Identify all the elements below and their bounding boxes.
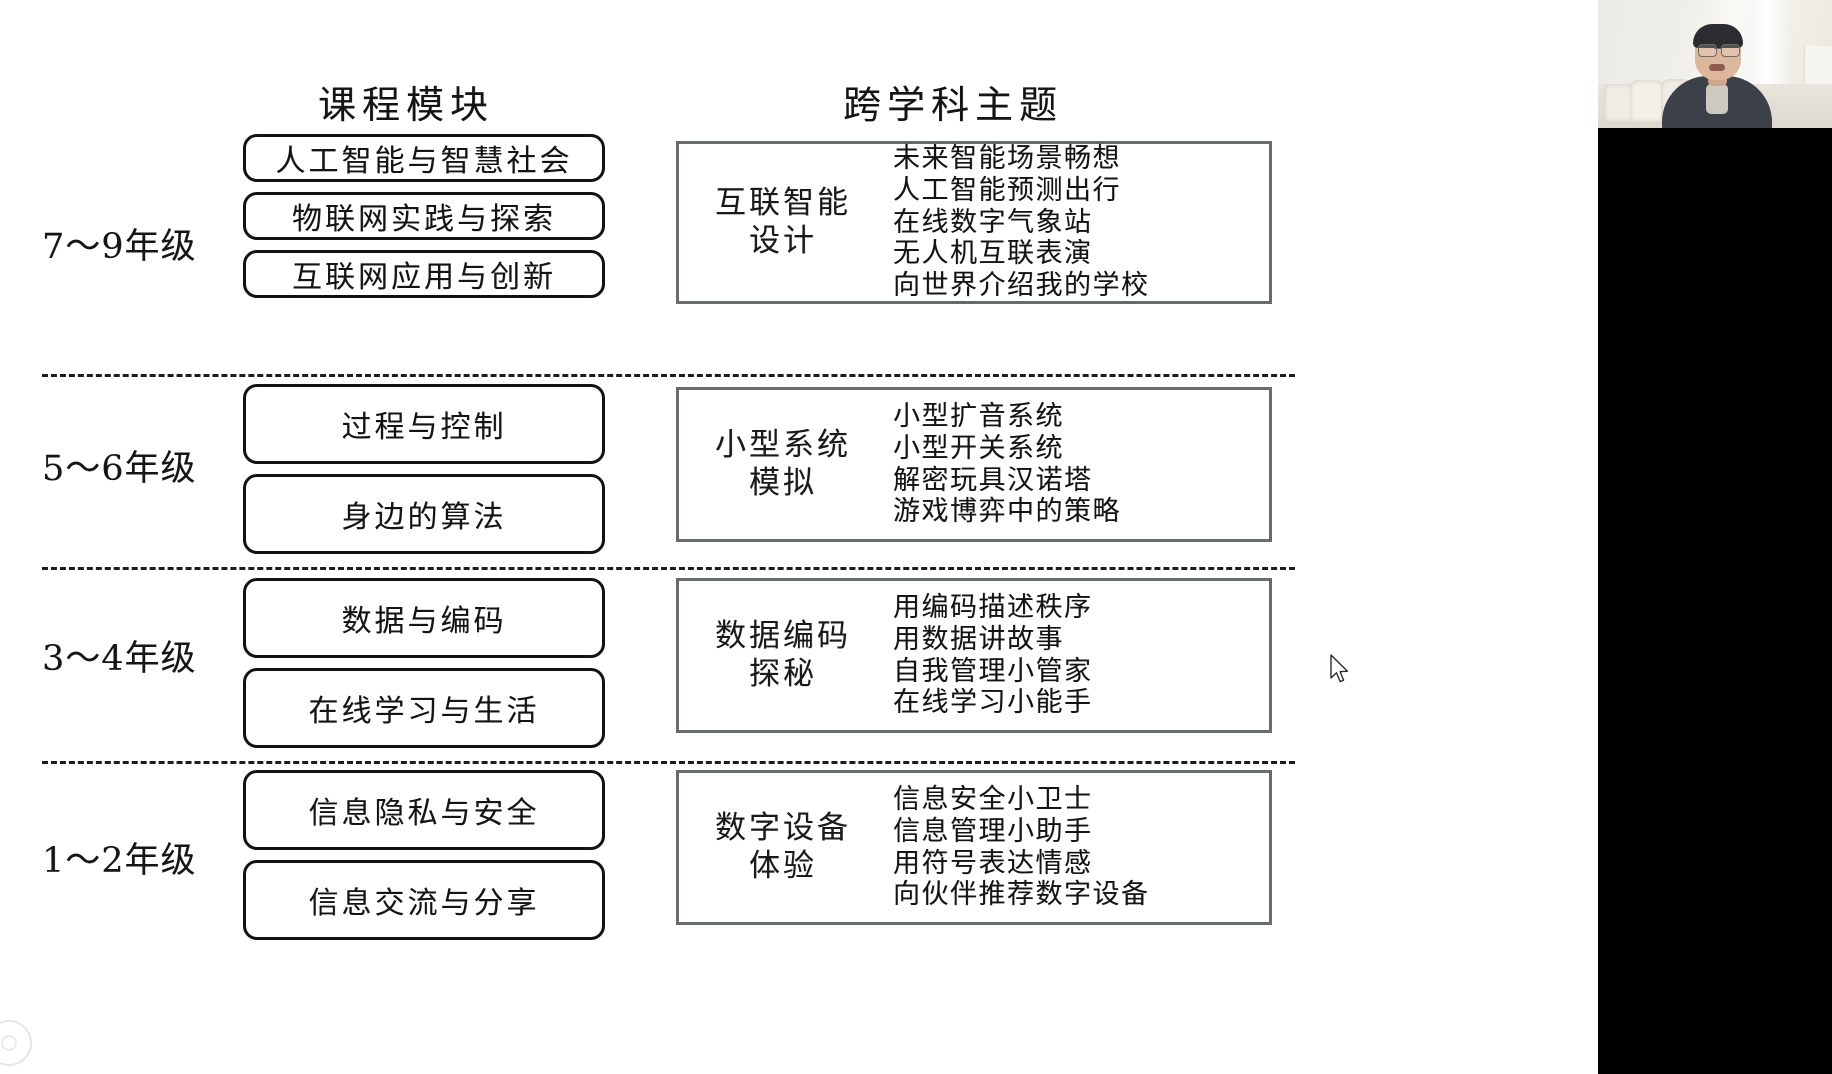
- topic-item: 解密玩具汉诺塔: [893, 464, 1093, 496]
- topic-item-list: 小型扩音系统 小型开关系统 解密玩具汉诺塔 游戏博弈中的策略: [887, 401, 1269, 528]
- video-person-glasses: [1698, 44, 1717, 57]
- topic-title-line: 模拟: [749, 464, 817, 501]
- topic-title-line: 设计: [749, 222, 817, 259]
- topic-item: 游戏博弈中的策略: [893, 496, 1121, 528]
- topic-title: 数据编码 探秘: [679, 618, 887, 694]
- topic-title-line: 数据编码: [715, 617, 851, 654]
- topic-item: 用数据讲故事: [893, 623, 1064, 655]
- module-list-5-6: 过程与控制 身边的算法: [243, 384, 605, 554]
- topic-item: 在线数字气象站: [893, 206, 1093, 238]
- module-box[interactable]: 物联网实践与探索: [243, 192, 605, 240]
- video-cushion: [1630, 80, 1664, 122]
- module-box[interactable]: 互联网应用与创新: [243, 250, 605, 298]
- presentation-slide: 课程模块 跨学科主题 7～9年级 人工智能与智慧社会 物联网实践与探索 互联网应…: [0, 0, 1598, 1074]
- topic-item: 向世界介绍我的学校: [893, 270, 1150, 302]
- topic-item: 未来智能场景畅想: [893, 142, 1121, 174]
- module-box[interactable]: 过程与控制: [243, 384, 605, 464]
- video-cushion: [1604, 84, 1634, 122]
- topic-title: 互联智能 设计: [679, 185, 887, 261]
- grade-label-1-2: 1～2年级: [42, 841, 197, 881]
- module-box[interactable]: 人工智能与智慧社会: [243, 134, 605, 182]
- grade-label-5-6: 5～6年级: [42, 449, 197, 489]
- topic-item: 信息管理小助手: [893, 815, 1093, 847]
- topic-item: 用编码描述秩序: [893, 591, 1093, 623]
- topic-title-line: 互联智能: [715, 184, 851, 221]
- topic-item-list: 未来智能场景畅想 人工智能预测出行 在线数字气象站 无人机互联表演 向世界介绍我…: [887, 143, 1269, 302]
- module-list-7-9: 人工智能与智慧社会 物联网实践与探索 互联网应用与创新: [243, 134, 605, 298]
- module-box[interactable]: 数据与编码: [243, 578, 605, 658]
- module-list-1-2: 信息隐私与安全 信息交流与分享: [243, 770, 605, 940]
- grade-row-5-6: 5～6年级 过程与控制 身边的算法 小型系统 模拟 小型扩音系统 小型开关系统 …: [0, 384, 1598, 570]
- grade-label-3-4: 3～4年级: [42, 639, 197, 679]
- module-list-3-4: 数据与编码 在线学习与生活: [243, 578, 605, 748]
- topic-item-list: 用编码描述秩序 用数据讲故事 自我管理小管家 在线学习小能手: [887, 592, 1269, 719]
- topic-title-line: 数字设备: [715, 809, 851, 846]
- topic-item: 人工智能预测出行: [893, 174, 1121, 206]
- grade-row-1-2: 1～2年级 信息隐私与安全 信息交流与分享 数字设备 体验 信息安全小卫士 信息…: [0, 770, 1598, 960]
- column-header-course-modules: 课程模块: [318, 83, 495, 127]
- topic-item: 信息安全小卫士: [893, 783, 1093, 815]
- topic-box-5-6[interactable]: 小型系统 模拟 小型扩音系统 小型开关系统 解密玩具汉诺塔 游戏博弈中的策略: [676, 387, 1272, 542]
- topic-item: 用符号表达情感: [893, 847, 1093, 879]
- module-box[interactable]: 在线学习与生活: [243, 668, 605, 748]
- watermark-circle-icon: [0, 1020, 32, 1066]
- row-divider: [42, 761, 1295, 764]
- topic-title: 小型系统 模拟: [679, 427, 887, 503]
- row-divider: [42, 374, 1295, 377]
- grade-label-7-9: 7～9年级: [42, 227, 197, 267]
- topic-title: 数字设备 体验: [679, 810, 887, 886]
- topic-title-line: 体验: [749, 847, 817, 884]
- module-box[interactable]: 身边的算法: [243, 474, 605, 554]
- video-person-glasses: [1721, 44, 1740, 57]
- topic-item: 小型开关系统: [893, 432, 1064, 464]
- topic-title-line: 探秘: [749, 655, 817, 692]
- column-header-interdisciplinary-topics: 跨学科主题: [843, 83, 1064, 127]
- topic-item: 自我管理小管家: [893, 655, 1093, 687]
- module-box[interactable]: 信息隐私与安全: [243, 770, 605, 850]
- topic-title-line: 小型系统: [715, 426, 851, 463]
- topic-item: 向伙伴推荐数字设备: [893, 879, 1150, 911]
- topic-box-7-9[interactable]: 互联智能 设计 未来智能场景畅想 人工智能预测出行 在线数字气象站 无人机互联表…: [676, 141, 1272, 304]
- grade-row-3-4: 3～4年级 数据与编码 在线学习与生活 数据编码 探秘 用编码描述秩序 用数据讲…: [0, 578, 1598, 762]
- topic-item: 在线学习小能手: [893, 687, 1093, 719]
- grade-row-7-9: 7～9年级 人工智能与智慧社会 物联网实践与探索 互联网应用与创新 互联智能 设…: [0, 132, 1598, 364]
- webcam-video-feed[interactable]: [1598, 0, 1832, 128]
- video-person-shirt: [1706, 84, 1728, 114]
- topic-item-list: 信息安全小卫士 信息管理小助手 用符号表达情感 向伙伴推荐数字设备: [887, 784, 1269, 911]
- video-panel-empty-area: [1598, 128, 1832, 1074]
- topic-item: 无人机互联表演: [893, 238, 1093, 270]
- video-person-mouth: [1709, 64, 1725, 71]
- topic-box-1-2[interactable]: 数字设备 体验 信息安全小卫士 信息管理小助手 用符号表达情感 向伙伴推荐数字设…: [676, 770, 1272, 925]
- module-box[interactable]: 信息交流与分享: [243, 860, 605, 940]
- topic-box-3-4[interactable]: 数据编码 探秘 用编码描述秩序 用数据讲故事 自我管理小管家 在线学习小能手: [676, 578, 1272, 733]
- topic-item: 小型扩音系统: [893, 400, 1064, 432]
- video-panel: [1598, 0, 1832, 1074]
- video-person-glasses-bridge: [1714, 48, 1722, 49]
- row-divider: [42, 567, 1295, 570]
